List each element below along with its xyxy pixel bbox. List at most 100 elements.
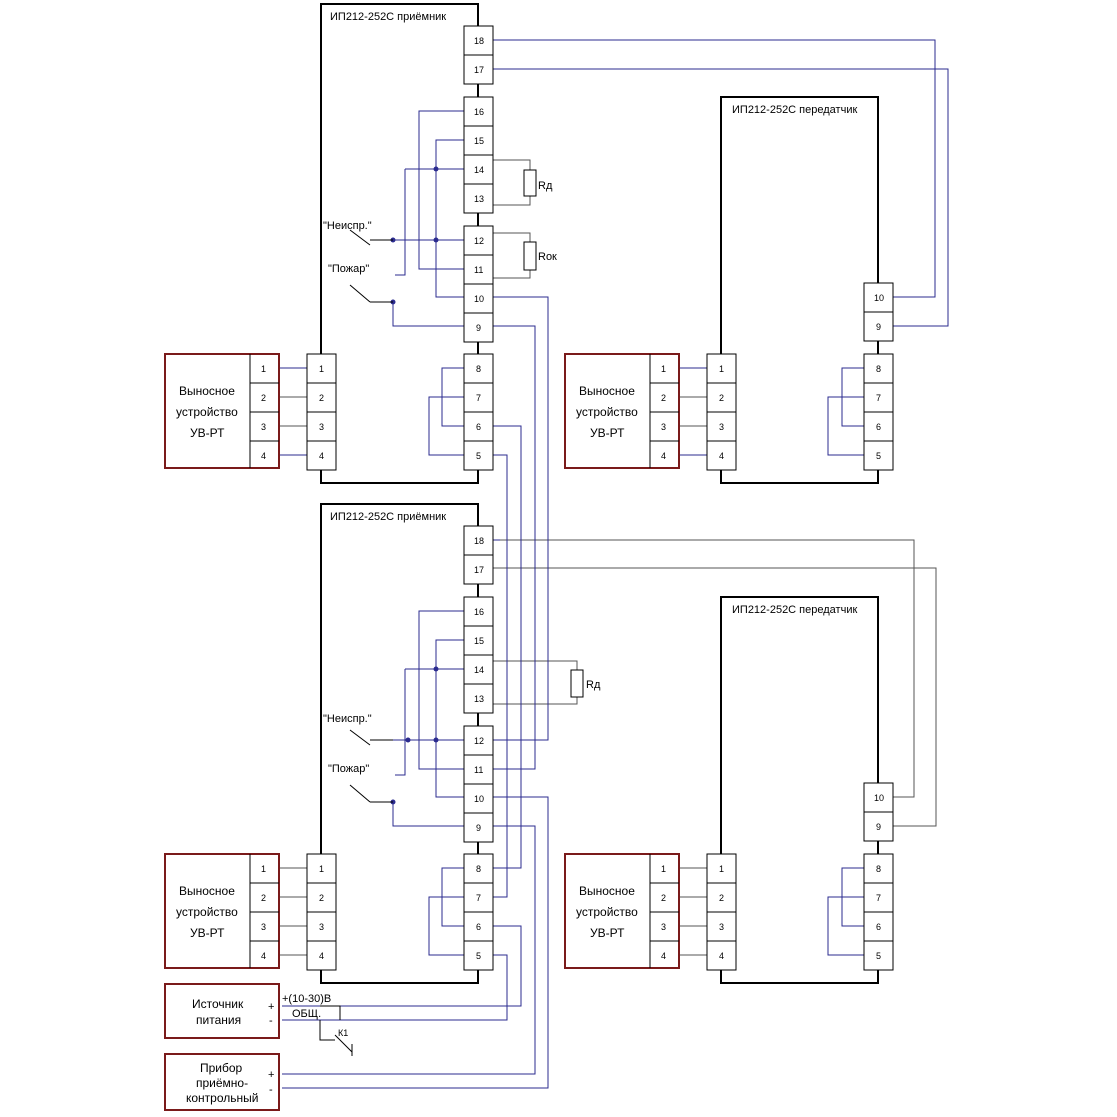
terminal-label: 2	[661, 893, 666, 903]
relay-k1-label: К1	[338, 1028, 348, 1038]
remote-device-line2: устройство	[176, 905, 238, 919]
terminal-label: 7	[476, 893, 481, 903]
receiver-top-frame	[320, 3, 479, 484]
transmitter-bottom-terminals: 10 9 8 7 6 5 1 2 3 4	[706, 782, 894, 971]
resistor-rok-top	[523, 241, 537, 271]
receiver-bottom-left-terminals: 1 2 3 4	[306, 853, 337, 971]
terminal-label: 6	[876, 422, 881, 432]
remote-device-line2: устройство	[176, 405, 238, 419]
receiver-top-terminals: 18 17 16 15 14 13 12 11 10 9 8 7 6 5	[463, 25, 494, 471]
power-source: Источник питания + -	[164, 983, 280, 1039]
terminal-label: 3	[719, 422, 724, 432]
terminal-label: 1	[261, 364, 266, 374]
terminal-label: 8	[476, 864, 481, 874]
panel-plus-sign: +	[268, 1069, 274, 1081]
remote-device-line1: Выносное	[579, 384, 635, 398]
terminal-label: 11	[474, 765, 483, 775]
receiver-bottom-frame	[320, 503, 479, 984]
terminal-label: 1	[661, 864, 666, 874]
terminal-label: 1	[261, 864, 266, 874]
receiver-bottom-title: ИП212-252С приёмник	[330, 511, 446, 523]
terminal-label: 5	[876, 451, 881, 461]
terminal-label: 2	[319, 393, 324, 403]
terminal-label: 12	[474, 736, 484, 746]
resistor-rd-top-label: Rд	[538, 180, 553, 192]
terminal-label: 13	[474, 194, 484, 204]
terminal-label: 3	[261, 422, 266, 432]
terminal-label: 13	[474, 694, 484, 704]
fault-contact-bottom-label: "Неиспр."	[323, 713, 372, 725]
remote-device-line1: Выносное	[579, 884, 635, 898]
terminal-label: 11	[474, 265, 483, 275]
terminal-label: 3	[661, 922, 666, 932]
terminal-label: 4	[719, 951, 724, 961]
terminal-label: 10	[474, 294, 484, 304]
terminal-label: 10	[474, 794, 484, 804]
transmitter-bottom-frame	[720, 596, 879, 984]
remote-device-top-left: 1 2 3 4 Выносное устройство УВ-РТ	[164, 353, 280, 469]
resistor-rd-top	[523, 169, 537, 197]
power-plus-sign: +	[268, 1001, 274, 1013]
control-panel-line3: контрольный	[186, 1091, 258, 1105]
terminal-label: 15	[474, 636, 484, 646]
terminal-label: 4	[261, 951, 266, 961]
remote-device-top-right: 1 2 3 4 Выносное устройство УВ-РТ	[564, 353, 680, 469]
receiver-bottom-terminals: 18 17 16 15 14 13 12 11 10 9 8 7 6 5	[463, 525, 494, 971]
terminal-label: 4	[319, 451, 324, 461]
contact-switches	[349, 229, 393, 803]
terminal-label: 1	[719, 864, 724, 874]
power-common-label: ОБЩ.	[292, 1008, 321, 1020]
remote-device-line3: УВ-РТ	[590, 426, 625, 440]
receiver-top-left-terminals: 1 2 3 4	[306, 353, 337, 471]
terminal-label: 18	[474, 536, 484, 546]
panel-minus-sign: -	[269, 1084, 273, 1096]
transmitter-top-title: ИП212-252С передатчик	[732, 104, 857, 116]
terminal-label: 14	[474, 665, 484, 675]
power-source-line2: питания	[196, 1013, 241, 1027]
terminal-label: 14	[474, 165, 484, 175]
terminal-label: 5	[476, 951, 481, 961]
terminal-label: 1	[319, 364, 324, 374]
transmitter-top-frame	[720, 96, 879, 484]
terminal-label: 9	[476, 323, 481, 333]
fire-contact-bottom-label: "Пожар"	[328, 763, 369, 775]
remote-device-line1: Выносное	[179, 884, 235, 898]
fault-contact-top-label: "Неиспр."	[323, 220, 372, 232]
power-minus-sign: -	[269, 1015, 273, 1027]
control-panel: Прибор приёмно- контрольный + -	[164, 1053, 280, 1111]
terminal-label: 16	[474, 607, 484, 617]
transmitter-top-terminals: 10 9 8 7 6 5 1 2 3 4	[706, 282, 894, 471]
terminal-label: 10	[874, 793, 884, 803]
terminal-label: 3	[319, 922, 324, 932]
terminal-label: 4	[661, 951, 666, 961]
terminal-label: 9	[876, 322, 881, 332]
terminal-label: 4	[719, 451, 724, 461]
terminal-label: 7	[876, 393, 881, 403]
terminal-label: 1	[719, 364, 724, 374]
terminal-label: 9	[476, 823, 481, 833]
terminal-label: 4	[661, 451, 666, 461]
control-panel-line1: Прибор	[200, 1061, 243, 1075]
power-source-line1: Источник	[192, 997, 244, 1011]
terminal-label: 8	[876, 364, 881, 374]
terminal-label: 3	[261, 922, 266, 932]
power-plus-label: +(10-30)В	[282, 993, 331, 1005]
terminal-label: 4	[261, 451, 266, 461]
terminal-label: 2	[719, 893, 724, 903]
terminal-label: 6	[476, 922, 481, 932]
terminal-label: 16	[474, 107, 484, 117]
terminal-label: 7	[476, 393, 481, 403]
remote-device-line1: Выносное	[179, 384, 235, 398]
terminal-label: 15	[474, 136, 484, 146]
terminal-label: 1	[319, 864, 324, 874]
terminal-label: 3	[319, 422, 324, 432]
terminal-label: 8	[876, 864, 881, 874]
resistor-rd-bottom	[570, 669, 584, 698]
receiver-top-title: ИП212-252С приёмник	[330, 11, 446, 23]
resistor-rok-top-label: Rок	[538, 251, 557, 263]
remote-device-line2: устройство	[576, 405, 638, 419]
control-panel-line2: приёмно-	[196, 1076, 248, 1090]
remote-device-line3: УВ-РТ	[590, 926, 625, 940]
terminal-label: 4	[319, 951, 324, 961]
